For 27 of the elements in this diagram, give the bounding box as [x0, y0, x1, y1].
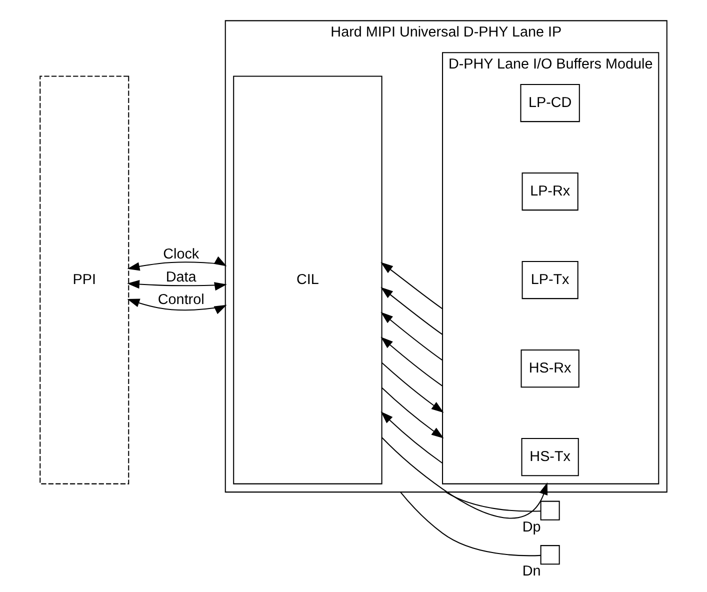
- node-box: HS-Rx: [520, 350, 580, 388]
- arrow: [380, 287, 443, 336]
- connector: [400, 492, 541, 556]
- edge-label: Clock: [163, 246, 200, 263]
- node-box: LP-Tx: [522, 261, 578, 300]
- node-box: HS-Tx: [521, 438, 579, 476]
- arrow: [127, 256, 227, 271]
- node-label: Dp: [522, 519, 541, 536]
- node-label: Dn: [522, 564, 541, 580]
- arrow: [380, 336, 443, 386]
- arrow: [127, 298, 227, 314]
- arrow: [382, 362, 444, 413]
- edge-label: Data: [166, 269, 196, 286]
- node-box: LP-CD: [520, 84, 580, 122]
- arrow: [380, 312, 443, 361]
- connector: [445, 492, 541, 512]
- node-box: [540, 500, 560, 520]
- arrow: [380, 412, 443, 464]
- arrow: [380, 262, 443, 310]
- arrow: [382, 437, 548, 519]
- node-box: [540, 545, 560, 565]
- edge-label: Control: [158, 292, 204, 308]
- node-box: PPI: [40, 76, 130, 484]
- node-box: LP-Rx: [522, 172, 578, 211]
- node-box: CIL: [233, 76, 382, 484]
- arrow: [382, 387, 444, 438]
- arrow: [127, 280, 227, 291]
